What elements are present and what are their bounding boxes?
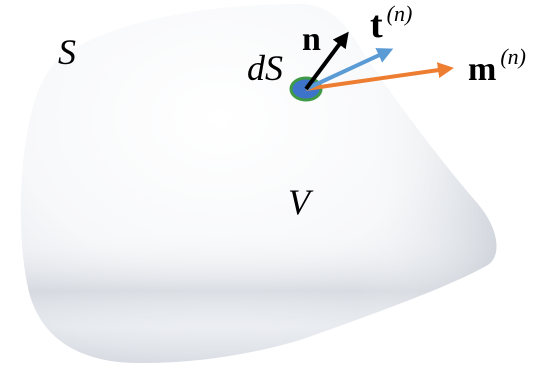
traction-label: t (n) xyxy=(370,1,412,46)
surface-label: S xyxy=(58,32,76,72)
normal-vector-arrow xyxy=(304,31,349,91)
body-volume xyxy=(20,4,497,364)
traction-vector-arrow xyxy=(305,48,394,91)
couple-vector-arrow xyxy=(305,62,454,91)
body-right-shading xyxy=(20,4,497,364)
traction-label-main: t xyxy=(370,4,383,46)
volume-label: V xyxy=(288,182,314,222)
normal-label: n xyxy=(302,21,321,58)
couple-label: m (n) xyxy=(468,44,526,88)
element-label: dS xyxy=(247,48,283,88)
couple-label-superscript: (n) xyxy=(500,44,526,69)
traction-label-superscript: (n) xyxy=(387,1,413,26)
couple-label-main: m xyxy=(468,51,496,88)
